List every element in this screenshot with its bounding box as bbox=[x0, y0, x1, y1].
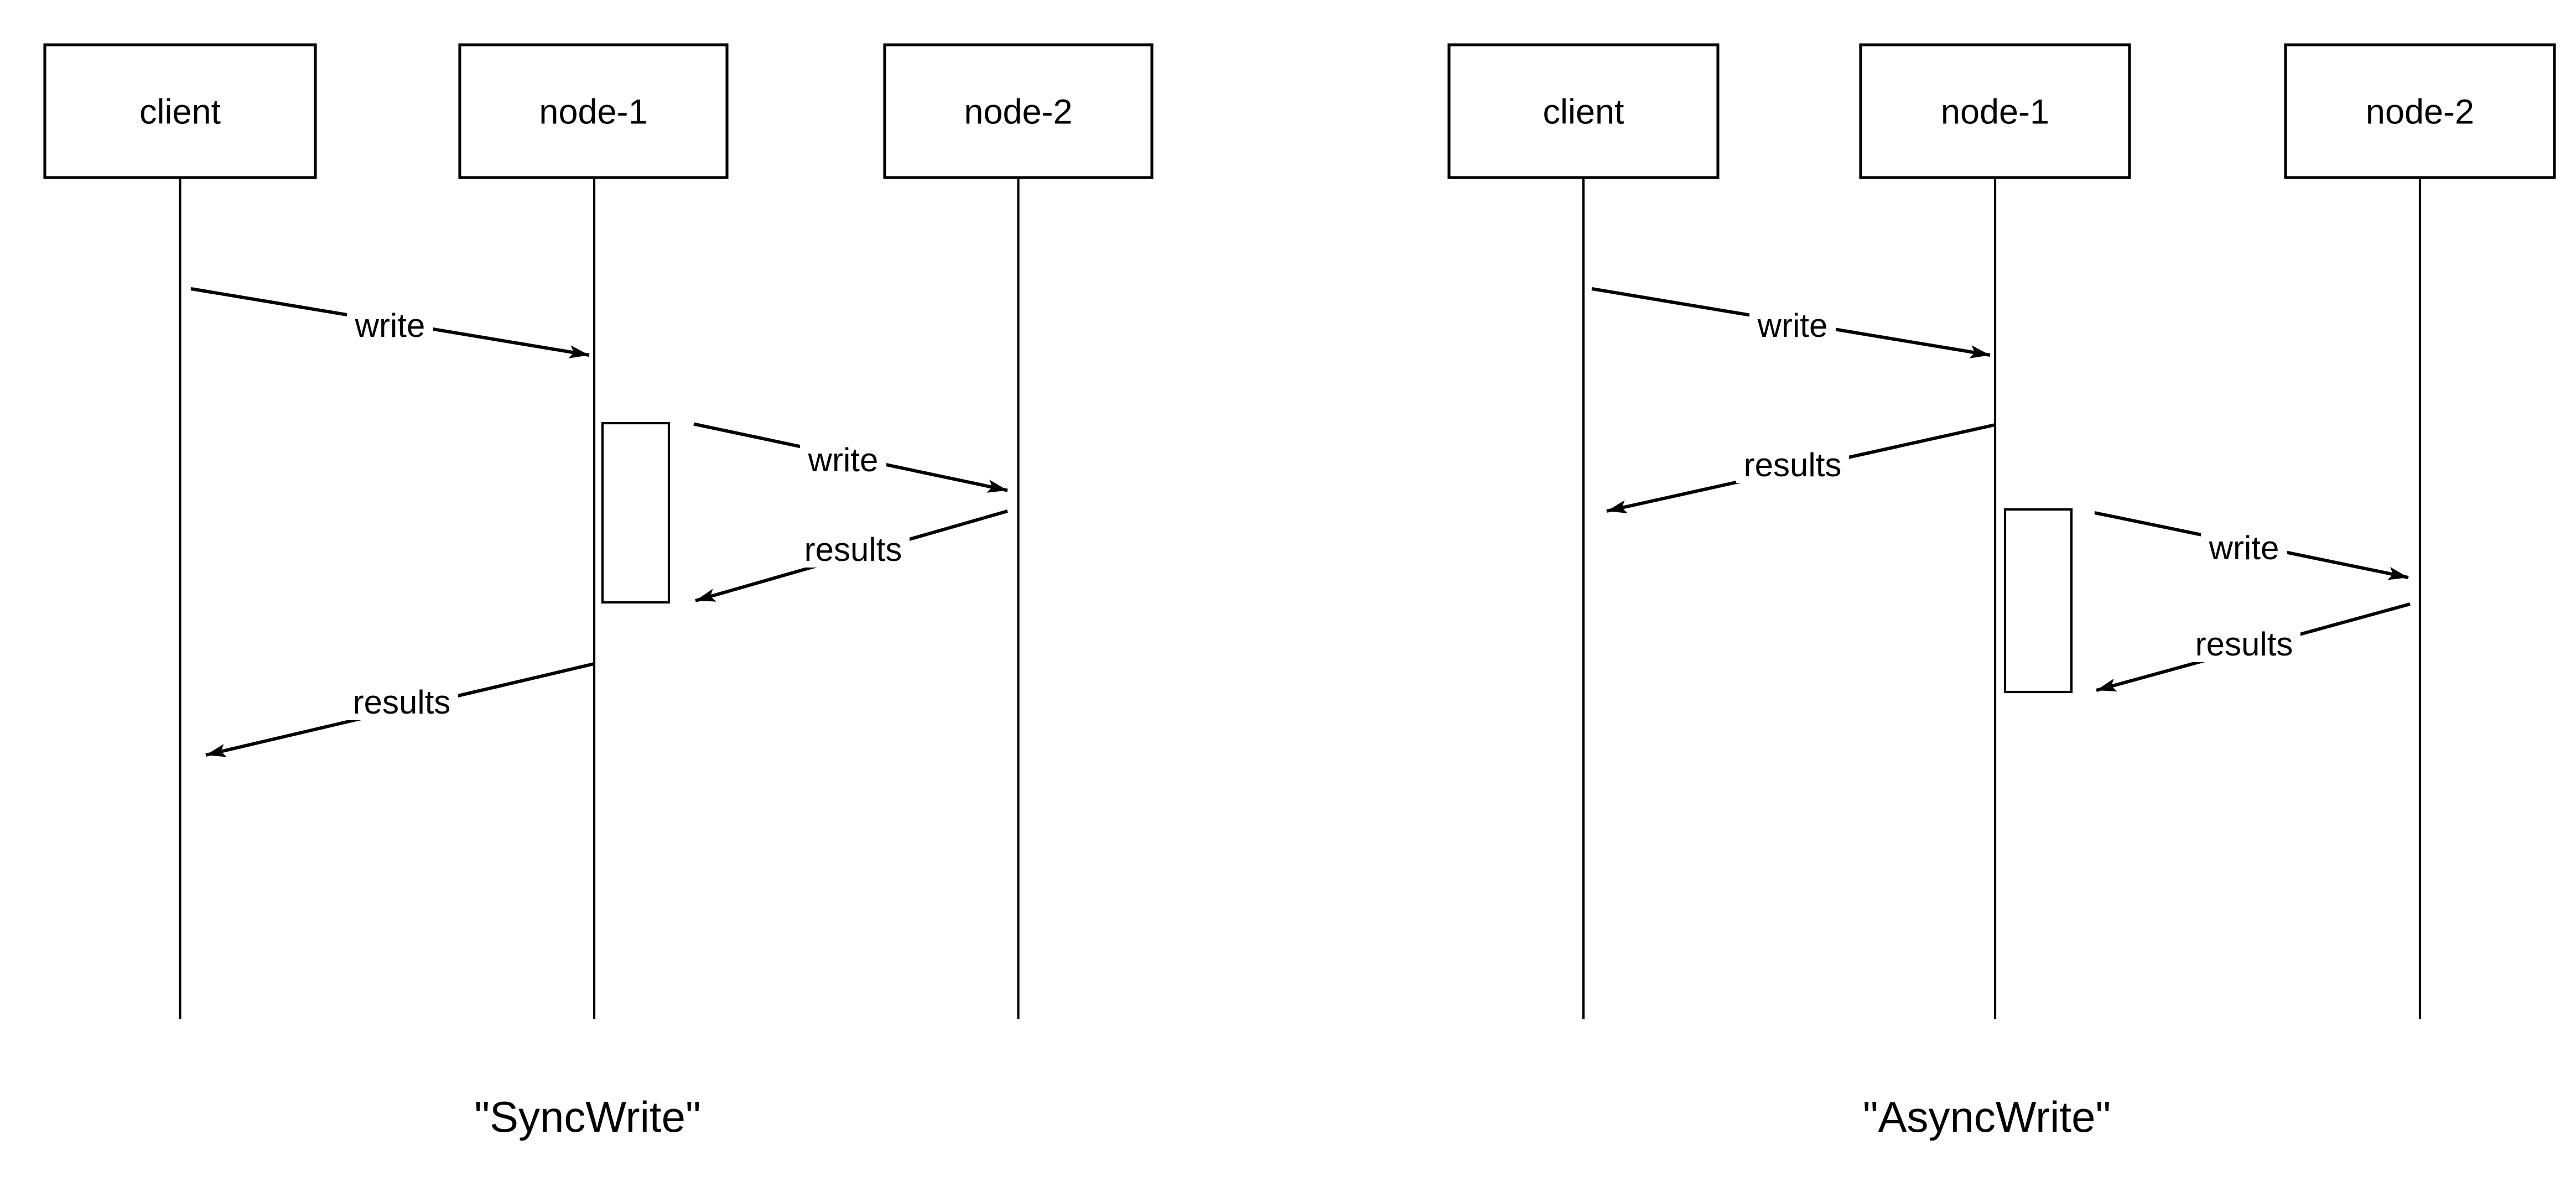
message-label: write bbox=[808, 441, 879, 478]
actor-node-2: node-2 bbox=[883, 43, 1154, 179]
message-label-background bbox=[345, 684, 458, 721]
actor-label: node-1 bbox=[539, 93, 647, 132]
message-label: write bbox=[355, 307, 425, 344]
message-label: results bbox=[1744, 446, 1842, 483]
message-write-node-1-to-node-2: write bbox=[693, 422, 1008, 493]
actor-label: node-2 bbox=[2366, 93, 2474, 132]
message-write-client-to-node-1: write bbox=[1591, 287, 1991, 358]
message-results-node-1-to-client: results bbox=[205, 662, 595, 757]
message-write-client-to-node-1: write bbox=[190, 287, 590, 358]
diagram-caption: "SyncWrite" bbox=[474, 1092, 700, 1141]
actor-box bbox=[1859, 43, 2131, 179]
actor-box bbox=[1447, 43, 1720, 179]
actor-node-1: node-1 bbox=[1859, 43, 2131, 179]
message-label: write bbox=[1757, 307, 1828, 344]
message-results-node-2-to-node-1: results bbox=[2096, 602, 2411, 692]
message-label-background bbox=[800, 441, 886, 478]
message-label-background bbox=[1749, 307, 1836, 344]
activation-bar-node-1 bbox=[601, 421, 671, 604]
diagram-caption: "AsyncWrite" bbox=[1863, 1092, 2111, 1141]
actor-label: client bbox=[139, 93, 221, 132]
diagram-syncwrite: client node-1 node-2 write write re bbox=[43, 43, 1154, 1141]
message-label: results bbox=[353, 684, 451, 721]
actor-client: client bbox=[1447, 43, 1720, 179]
actor-node-2: node-2 bbox=[2284, 43, 2556, 179]
actor-box bbox=[43, 43, 317, 179]
message-label-background bbox=[347, 307, 433, 344]
actor-box bbox=[883, 43, 1154, 179]
actor-node-1: node-1 bbox=[458, 43, 729, 179]
actor-label: node-2 bbox=[964, 93, 1072, 132]
activation-bar-node-1 bbox=[2003, 508, 2073, 694]
message-label-background bbox=[2201, 529, 2287, 566]
message-label-background bbox=[1736, 446, 1849, 483]
message-label-background bbox=[797, 531, 910, 568]
message-label-background bbox=[2188, 626, 2300, 663]
actor-box bbox=[2284, 43, 2556, 179]
message-results-node-2-to-node-1: results bbox=[695, 509, 1008, 602]
message-label: write bbox=[2209, 529, 2279, 566]
actor-label: node-1 bbox=[1941, 93, 2049, 132]
actor-box bbox=[458, 43, 729, 179]
diagram-asyncwrite: client node-1 node-2 write results bbox=[1447, 43, 2556, 1141]
message-results-node-1-to-client: results bbox=[1606, 423, 1996, 513]
actor-client: client bbox=[43, 43, 317, 179]
actor-label: client bbox=[1543, 93, 1624, 132]
message-label: results bbox=[804, 531, 902, 568]
message-label: results bbox=[2195, 626, 2293, 663]
message-write-node-1-to-node-2: write bbox=[2094, 511, 2409, 580]
